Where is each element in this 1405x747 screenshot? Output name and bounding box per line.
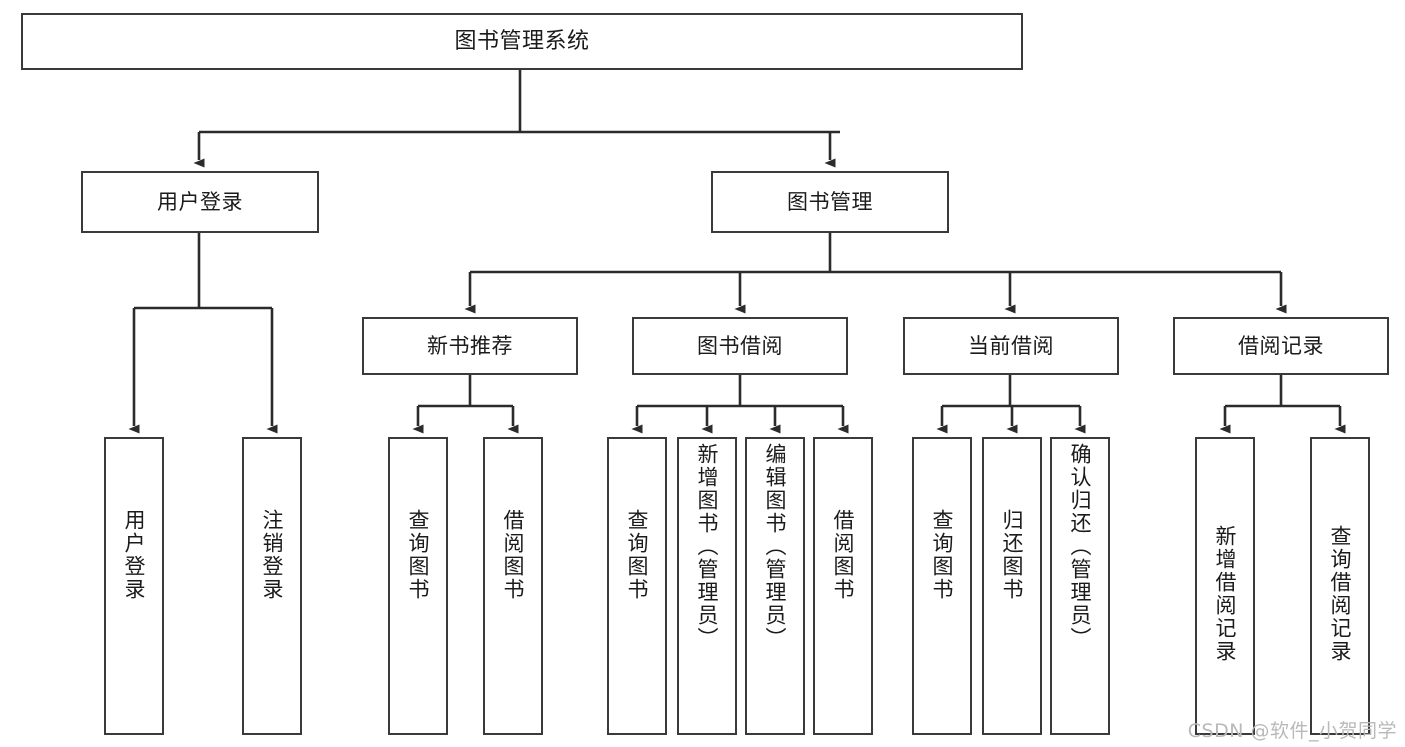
node-leaf-add-book[interactable]: 新增图书（管理员） xyxy=(677,437,737,735)
node-leaf-add-book-label: 新增图书（管理员） xyxy=(695,443,720,650)
node-book-manage-label: 图书管理 xyxy=(787,189,873,214)
node-leaf-logout-login[interactable]: 注销登录 xyxy=(242,437,302,735)
node-user-login-label: 用户登录 xyxy=(157,189,243,214)
node-leaf-user-login-label: 用户登录 xyxy=(122,509,147,601)
node-new-book-rec[interactable]: 新书推荐 xyxy=(362,317,578,375)
node-leaf-confirm-return[interactable]: 确认归还（管理员） xyxy=(1050,437,1110,735)
node-book-manage[interactable]: 图书管理 xyxy=(711,171,949,233)
node-leaf-query-book-1-label: 查询图书 xyxy=(406,509,431,601)
node-leaf-return-book[interactable]: 归还图书 xyxy=(982,437,1042,735)
node-leaf-return-book-label: 归还图书 xyxy=(1000,509,1025,601)
node-leaf-borrow-book-1[interactable]: 借阅图书 xyxy=(483,437,543,735)
node-new-book-rec-label: 新书推荐 xyxy=(427,333,513,358)
node-leaf-user-login[interactable]: 用户登录 xyxy=(104,437,164,735)
node-leaf-edit-book[interactable]: 编辑图书（管理员） xyxy=(745,437,805,735)
node-user-login[interactable]: 用户登录 xyxy=(81,171,319,233)
node-leaf-borrow-book-2-label: 借阅图书 xyxy=(831,509,856,601)
node-leaf-query-book-1[interactable]: 查询图书 xyxy=(388,437,448,735)
node-leaf-edit-book-label: 编辑图书（管理员） xyxy=(763,443,788,650)
node-leaf-confirm-return-label: 确认归还（管理员） xyxy=(1068,443,1093,650)
node-leaf-query-book-3-label: 查询图书 xyxy=(930,509,955,601)
node-root[interactable]: 图书管理系统 xyxy=(21,13,1023,70)
node-leaf-borrow-book-1-label: 借阅图书 xyxy=(501,509,526,601)
node-leaf-logout-login-label: 注销登录 xyxy=(260,509,285,601)
node-leaf-query-record[interactable]: 查询借阅记录 xyxy=(1310,437,1370,735)
node-leaf-add-record-label: 新增借阅记录 xyxy=(1213,525,1238,663)
node-leaf-add-record[interactable]: 新增借阅记录 xyxy=(1195,437,1255,735)
node-book-borrow-label: 图书借阅 xyxy=(697,333,783,358)
node-leaf-borrow-book-2[interactable]: 借阅图书 xyxy=(813,437,873,735)
node-book-borrow[interactable]: 图书借阅 xyxy=(632,317,848,375)
node-leaf-query-book-2[interactable]: 查询图书 xyxy=(607,437,667,735)
node-leaf-query-record-label: 查询借阅记录 xyxy=(1328,525,1353,663)
node-borrow-record-label: 借阅记录 xyxy=(1238,333,1324,358)
node-current-borrow[interactable]: 当前借阅 xyxy=(903,317,1119,375)
node-current-borrow-label: 当前借阅 xyxy=(968,333,1054,358)
node-root-label: 图书管理系统 xyxy=(454,28,590,54)
node-borrow-record[interactable]: 借阅记录 xyxy=(1173,317,1389,375)
node-leaf-query-book-3[interactable]: 查询图书 xyxy=(912,437,972,735)
watermark: CSDN @软件_小贺同学 xyxy=(1187,720,1397,742)
node-leaf-query-book-2-label: 查询图书 xyxy=(625,509,650,601)
